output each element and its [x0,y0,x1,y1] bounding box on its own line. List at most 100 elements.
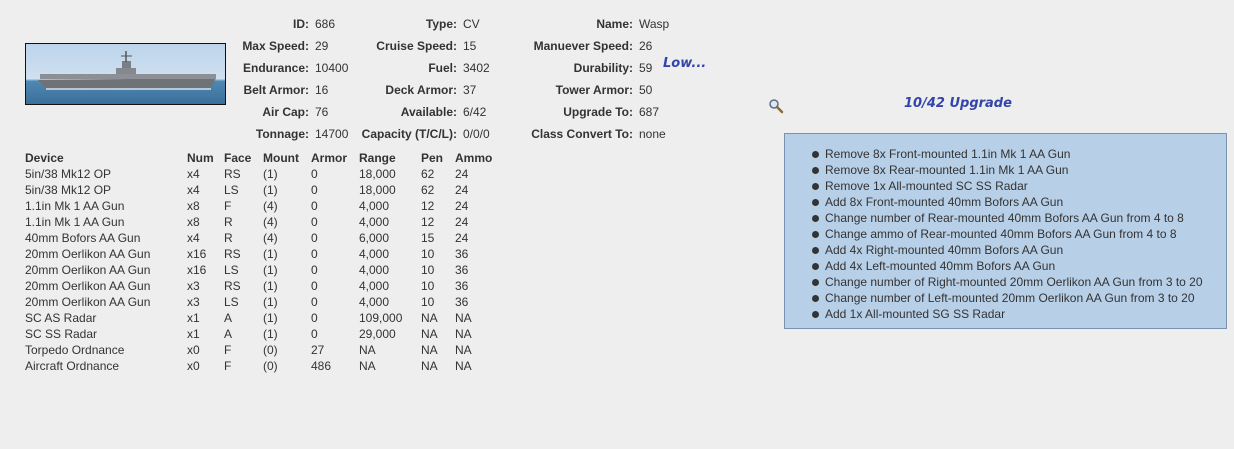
device-armor-cell: 486 [311,359,332,373]
upgrade-list-item: Add 4x Right-mounted 40mm Bofors AA Gun [812,242,1226,258]
device-pen-cell: NA [421,327,438,341]
device-mount-cell: (1) [263,263,278,277]
device-pen-cell: 12 [421,199,435,213]
device-name-cell: SC AS Radar [25,311,97,325]
device-face-cell: F [224,199,232,213]
device-num-cell: x3 [187,295,200,309]
device-mount-cell: (1) [263,183,278,197]
device-mount-cell: (1) [263,311,278,325]
device-face-cell: F [224,343,232,357]
device-armor-cell: 0 [311,167,318,181]
device-ammo-cell: 24 [455,183,469,197]
stat-class-convert-to: Class Convert To:none [500,123,669,145]
stat-value: Wasp [639,17,670,31]
stat-value: 26 [639,39,653,53]
stat-value: 50 [639,83,653,97]
upgrade-list-item: Change number of Left-mounted 20mm Oerli… [812,290,1226,306]
device-mount-cell: (1) [263,279,278,293]
stat-label: Available: [400,105,457,119]
device-pen-cell: 10 [421,279,435,293]
stat-tower-armor: Tower Armor:50 [500,79,669,101]
device-face-cell: RS [224,167,241,181]
stat-value: 15 [463,39,477,53]
upgrade-list: Remove 8x Front-mounted 1.1in Mk 1 AA Gu… [785,134,1226,322]
device-pen-cell: NA [421,343,438,357]
stat-deck-armor: Deck Armor:37 [350,79,490,101]
device-mount-cell: (1) [263,247,278,261]
device-armor-cell: 0 [311,215,318,229]
stat-cruise-speed: Cruise Speed:15 [350,35,490,57]
device-ammo-cell: 24 [455,231,469,245]
device-num-cell: x4 [187,231,200,245]
device-name-cell: 1.1in Mk 1 AA Gun [25,215,125,229]
stat-air-cap: Air Cap:76 [170,101,348,123]
device-num-cell: x16 [187,263,207,277]
device-range-cell: 4,000 [359,263,390,277]
device-face-cell: F [224,359,232,373]
upgrade-list-item: Add 4x Left-mounted 40mm Bofors AA Gun [812,258,1226,274]
device-range-cell: 18,000 [359,183,396,197]
stat-label: Capacity (T/C/L): [361,127,457,141]
upgrade-panel: Remove 8x Front-mounted 1.1in Mk 1 AA Gu… [784,133,1227,329]
stat-value: none [639,127,666,141]
ship-image [25,43,226,105]
device-face-cell: LS [224,263,239,277]
device-range-cell: 4,000 [359,247,390,261]
device-armor-cell: 0 [311,183,318,197]
stat-value: 76 [315,105,329,119]
stat-upgrade-to: Upgrade To:687 [500,101,669,123]
device-num-cell: x3 [187,279,200,293]
device-name-cell: 20mm Oerlikon AA Gun [25,263,151,277]
stat-capacity: Capacity (T/C/L): 0/0/0 [350,123,490,145]
device-name-cell: 20mm Oerlikon AA Gun [25,295,151,309]
upgrade-title: 10/42 Upgrade [904,96,1012,111]
stat-fuel: Fuel:3402 [350,57,489,79]
stat-value: 14700 [315,127,349,141]
stat-value: 10400 [315,61,349,75]
device-pen-cell: NA [421,311,438,325]
upgrade-list-item: Change number of Right-mounted 20mm Oerl… [812,274,1226,290]
upgrade-list-item: Remove 1x All-mounted SC SS Radar [812,178,1226,194]
device-ammo-cell: NA [455,327,472,341]
header-device: Device [25,151,64,165]
device-armor-cell: 0 [311,199,318,213]
device-mount-cell: (1) [263,327,278,341]
device-name-cell: 40mm Bofors AA Gun [25,231,141,245]
stat-available: Available: 6/42 [350,101,490,123]
header-num: Num [187,151,214,165]
stat-manuever-speed: Manuever Speed:26 [500,35,669,57]
device-armor-cell: 0 [311,327,318,341]
device-ammo-cell: NA [455,311,472,325]
ship-stats-column-1: ID:686 Max Speed:29 Endurance:10400 Belt… [170,13,348,145]
device-mount-cell: (4) [263,199,278,213]
stat-value: 0/0/0 [463,127,490,141]
ship-stats-column-3: Name:Wasp Manuever Speed:26 Durability:5… [500,13,669,145]
device-armor-cell: 27 [311,343,325,357]
device-pen-cell: 12 [421,215,435,229]
upgrade-list-item: Add 8x Front-mounted 40mm Bofors AA Gun [812,194,1226,210]
device-num-cell: x4 [187,183,200,197]
device-pen-cell: 10 [421,247,435,261]
device-num-cell: x8 [187,199,200,213]
stat-value: 687 [639,105,660,119]
header-mount: Mount [263,151,299,165]
device-ammo-cell: 24 [455,215,469,229]
stat-label: Endurance: [242,61,309,75]
upgrade-list-item: Remove 8x Front-mounted 1.1in Mk 1 AA Gu… [812,146,1226,162]
device-ammo-cell: NA [455,359,472,373]
stat-value: 29 [315,39,329,53]
magnifier-icon[interactable] [768,98,784,114]
ship-stats-column-2: Type:CV Cruise Speed:15 Fuel:3402 Deck A… [350,13,490,145]
stat-value: 6/42 [463,105,487,119]
header-range: Range [359,151,396,165]
device-mount-cell: (1) [263,295,278,309]
device-name-cell: 20mm Oerlikon AA Gun [25,279,151,293]
device-num-cell: x1 [187,327,200,341]
device-face-cell: R [224,231,233,245]
upgrade-list-item: Change number of Rear-mounted 40mm Bofor… [812,210,1226,226]
device-mount-cell: (0) [263,343,278,357]
carrier-silhouette [38,51,216,90]
device-pen-cell: NA [421,359,438,373]
upgrade-list-item: Change ammo of Rear-mounted 40mm Bofors … [812,226,1226,242]
device-ammo-cell: 36 [455,279,469,293]
